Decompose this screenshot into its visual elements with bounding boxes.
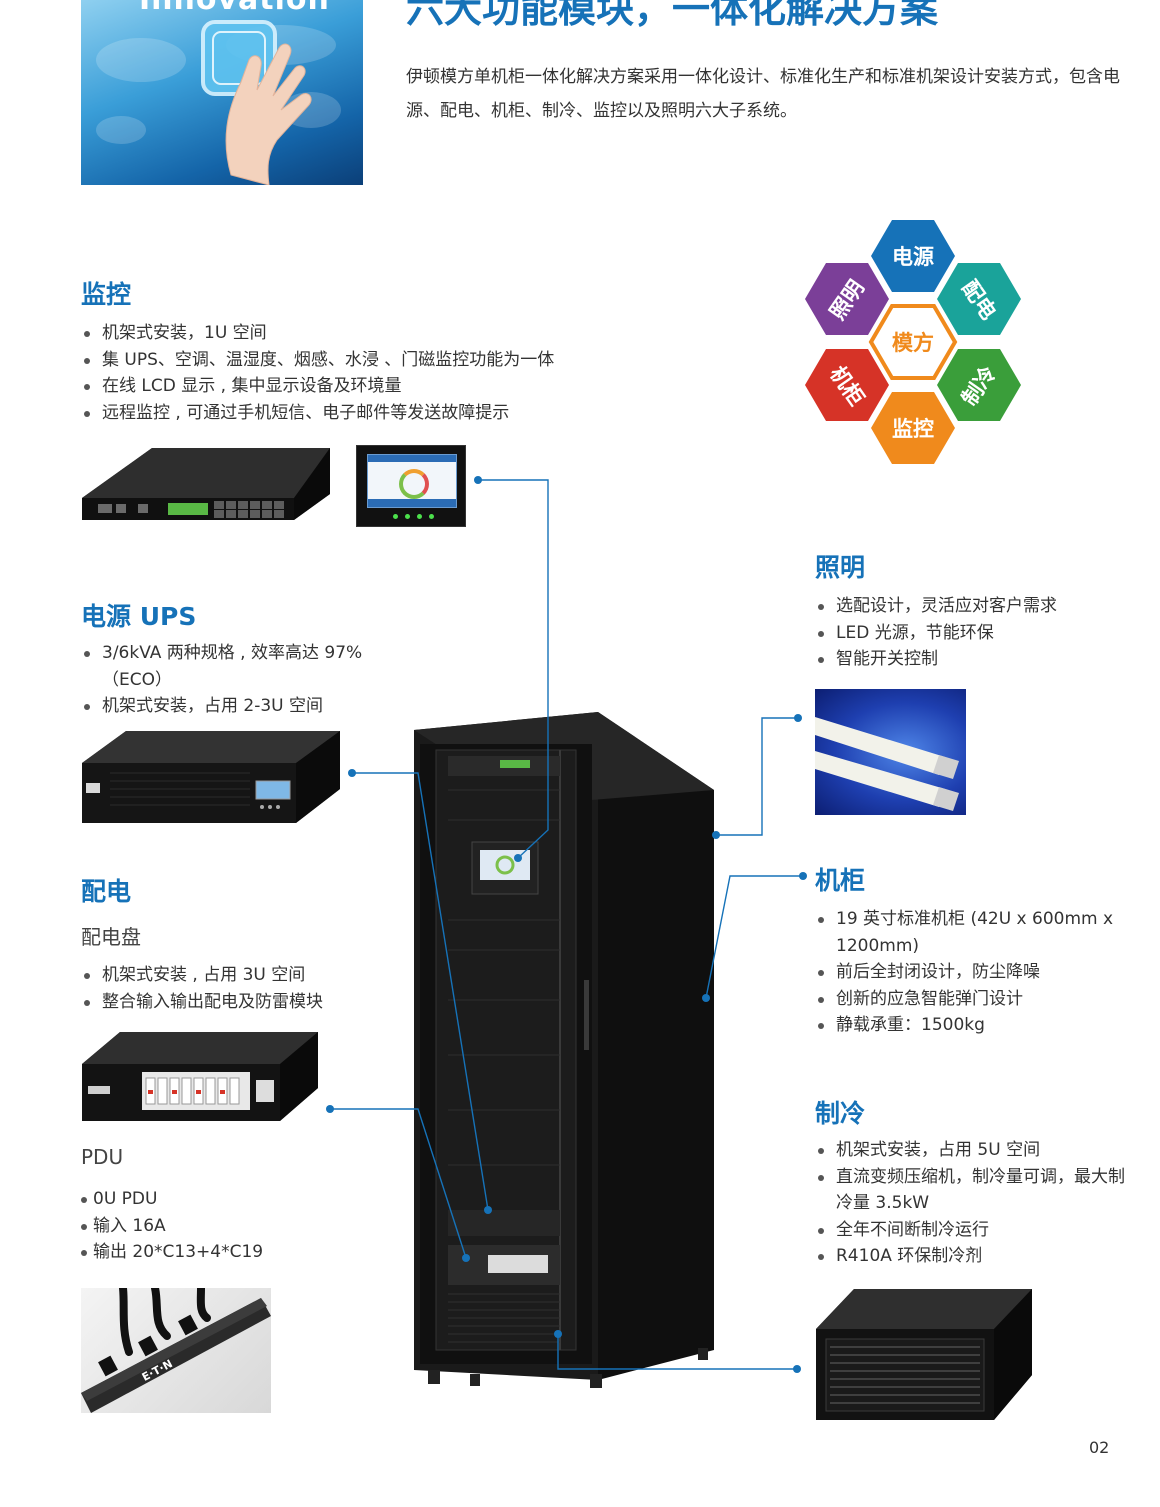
section-title-monitor: 监控: [81, 280, 132, 309]
subtitle-panel: 配电盘: [81, 925, 141, 949]
lighting-bullets: 选配设计，灵活应对客户需求 LED 光源，节能环保 智能开关控制: [815, 593, 1135, 673]
pdu-image: E·T·N: [81, 1288, 271, 1413]
list-item: 机架式安装，占用 2-3U 空间: [81, 693, 371, 720]
list-item: 机架式安装，1U 空间: [81, 320, 681, 347]
list-item: 远程监控 , 可通过手机短信、电子邮件等发送故障提示: [81, 400, 681, 427]
hex-center: 模方: [868, 304, 958, 380]
list-item: 0U PDU: [81, 1186, 401, 1213]
list-item: 19 英寸标准机柜 (42U x 600mm x 1200mm): [815, 906, 1135, 959]
section-title-lighting: 照明: [815, 553, 866, 582]
list-item: R410A 环保制冷剂: [815, 1243, 1135, 1270]
hero-image: Innovation: [81, 0, 363, 185]
lcd-monitor-image: [356, 445, 466, 527]
list-item: 前后全封闭设计，防尘降噪: [815, 959, 1135, 986]
subtitle-pdu: PDU: [81, 1145, 124, 1169]
list-item: 3/6kVA 两种规格 , 效率高达 97%（ECO）: [81, 640, 371, 693]
section-title-cabinet: 机柜: [815, 866, 866, 895]
page-title: 六大功能模块，一体化解决方案: [406, 0, 939, 31]
hex-distribution: 配电: [937, 263, 1021, 335]
list-item: 输入 16A: [81, 1213, 401, 1240]
cooling-unit-image: [816, 1289, 1032, 1420]
panel-bullets: 机架式安装 , 占用 3U 空间 整合输入输出配电及防雷模块: [81, 962, 411, 1015]
list-item: 输出 20*C13+4*C19: [81, 1239, 401, 1266]
hex-monitor: 监控: [871, 392, 955, 464]
list-item: 机架式安装，占用 5U 空间: [815, 1137, 1135, 1164]
intro-text: 伊顿模方单机柜一体化解决方案采用一体化设计、标准化生产和标准机架设计安装方式，包…: [406, 67, 1120, 121]
section-title-cooling: 制冷: [815, 1099, 866, 1128]
section-title-ups: 电源 UPS: [81, 602, 197, 631]
list-item: 创新的应急智能弹门设计: [815, 986, 1135, 1013]
hex-label-power: 电源: [892, 245, 934, 269]
cabinet-bullets: 19 英寸标准机柜 (42U x 600mm x 1200mm) 前后全封闭设计…: [815, 906, 1135, 1039]
monitor-1u-device-image: [82, 448, 330, 520]
list-item: 整合输入输出配电及防雷模块: [81, 989, 411, 1016]
lcd-screen: [367, 454, 457, 508]
led-tube-image: [815, 689, 966, 815]
hand-graphic: [225, 43, 312, 185]
cabinet-image: [414, 712, 714, 1388]
lcd-gauge-graphic: [399, 469, 429, 499]
hexagon-diagram: 电源 配电 制冷 监控 机柜 照明 模方: [805, 220, 1021, 464]
list-item: 集 UPS、空调、温湿度、烟感、水浸 、门磁监控功能为一体: [81, 347, 681, 374]
ups-display: [255, 780, 291, 800]
monitor-bullets: 机架式安装，1U 空间 集 UPS、空调、温湿度、烟感、水浸 、门磁监控功能为一…: [81, 320, 681, 426]
hex-label-center: 模方: [892, 331, 934, 355]
hex-cabinet: 机柜: [805, 349, 889, 421]
list-item: 在线 LCD 显示 , 集中显示设备及环境量: [81, 373, 681, 400]
brand-logo-panel: [88, 1086, 110, 1094]
list-item: LED 光源，节能环保: [815, 620, 1135, 647]
list-item: 机架式安装 , 占用 3U 空间: [81, 962, 411, 989]
cooling-bullets: 机架式安装，占用 5U 空间 直流变频压缩机，制冷量可调，最大制冷量 3.5kW…: [815, 1137, 1135, 1270]
hex-power: 电源: [871, 220, 955, 292]
pdu-bullets: 0U PDU 输入 16A 输出 20*C13+4*C19: [81, 1186, 401, 1266]
ups-device-image: [82, 731, 340, 823]
list-item: 智能开关控制: [815, 646, 1135, 673]
section-title-distribution: 配电: [81, 877, 132, 906]
list-item: 直流变频压缩机，制冷量可调，最大制冷量 3.5kW: [815, 1164, 1135, 1217]
hex-cooling: 制冷: [937, 349, 1021, 421]
lcd-led-row: [393, 514, 434, 520]
distribution-panel-image: [82, 1032, 318, 1121]
hex-label-monitor: 监控: [892, 417, 934, 441]
hero-image-word: Innovation: [139, 0, 330, 17]
list-item: 全年不间断制冷运行: [815, 1217, 1135, 1244]
page-number: 02: [1089, 1438, 1110, 1457]
hex-lighting: 照明: [805, 263, 889, 335]
list-item: 选配设计，灵活应对客户需求: [815, 593, 1135, 620]
world-map-graphic: [96, 20, 341, 185]
list-item: 静载承重：1500kg: [815, 1012, 1135, 1039]
ups-bullets: 3/6kVA 两种规格 , 效率高达 97%（ECO） 机架式安装，占用 2-3…: [81, 640, 371, 720]
